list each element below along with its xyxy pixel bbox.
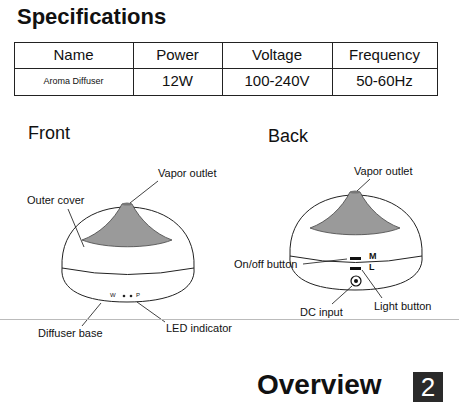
table-cell: Power <box>133 47 222 64</box>
part-label: DC input <box>300 306 343 318</box>
part-label: W <box>110 292 116 299</box>
part-label: On/off button <box>234 258 297 270</box>
page-number: 2 <box>421 374 435 400</box>
part-label: Vapor outlet <box>158 167 217 179</box>
divider <box>0 319 459 320</box>
page-number-box: 2 <box>413 372 443 402</box>
table-cell: Frequency <box>332 47 437 64</box>
onoff-button <box>350 257 361 260</box>
table-cell: Name <box>14 47 133 64</box>
back-diffuser <box>290 191 422 291</box>
page-title: Specifications <box>17 5 166 29</box>
part-label: P <box>136 292 140 299</box>
dc-jack <box>351 276 361 286</box>
section-title: Overview <box>257 370 382 401</box>
dc-pin <box>354 279 358 283</box>
part-label: L <box>369 263 375 273</box>
table-cell: Aroma Diffuser <box>14 77 133 87</box>
table-cell: 100-240V <box>222 73 332 90</box>
part-label: Back <box>268 127 308 147</box>
front-diffuser <box>62 203 194 303</box>
part-label: Outer cover <box>27 194 84 206</box>
part-label: LED indicator <box>166 322 232 334</box>
part-label: Vapor outlet <box>354 165 413 177</box>
part-label: Diffuser base <box>38 327 103 339</box>
spec-table <box>14 42 438 96</box>
table-cell: 12W <box>133 73 222 90</box>
table-cell: Voltage <box>222 47 332 64</box>
part-label: M <box>369 252 377 262</box>
part-label: Light button <box>374 300 432 312</box>
light-button <box>350 267 361 270</box>
table-cell: 50-60Hz <box>332 73 437 90</box>
leader-lines <box>68 179 382 326</box>
part-label: Front <box>28 124 70 144</box>
